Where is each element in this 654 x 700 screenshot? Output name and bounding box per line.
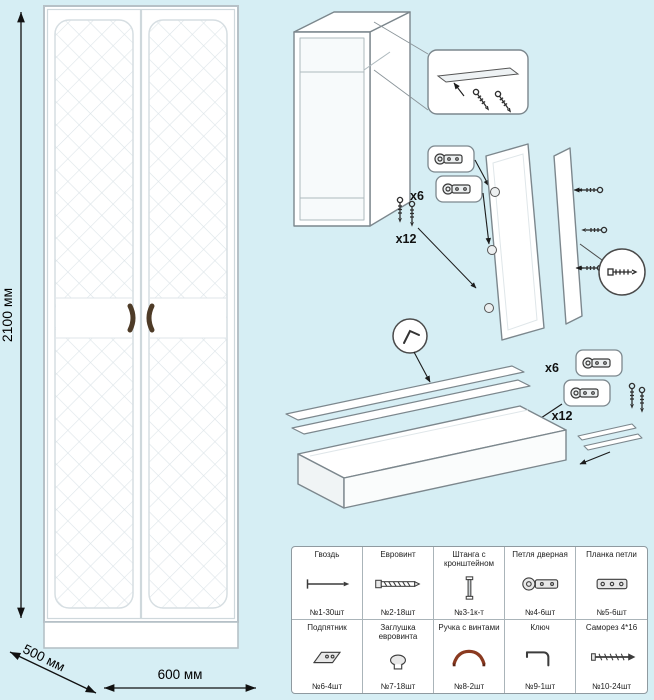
callout-screws-top-label: x12 [396,232,417,246]
euroscrew-icon [375,579,421,588]
door-hinge-icon [442,183,471,195]
screws-callout-top [396,196,477,289]
nail-icon [306,578,350,589]
part-name: Ручка с винтами [438,623,500,632]
door-hinge-icon [582,357,611,369]
parts-cell-cap: Заглушка евровинта №7-18шт [363,620,434,693]
parts-cell-selftapper: Саморез 4*16 №10-24шт [576,620,647,693]
key-icon [403,329,420,344]
part-name: Штанга с кронштейном [443,550,495,569]
part-name: Саморез 4*16 [585,623,638,632]
part-count: №4-6шт [524,608,556,617]
wardrobe-front-view: 2100 мм 500 мм 600 мм [0,5,256,694]
part-count: №8-2шт [453,682,485,691]
hinge-callout-top [427,145,492,245]
rail-callout [427,49,529,115]
part-count: №1-30шт [309,608,345,617]
part-name: Петля дверная [512,550,568,559]
screw-icon [638,386,646,412]
door-hinge-icon [434,153,463,165]
screw-icon [582,226,608,234]
callout-hinges-bottom-label: x6 [545,361,559,375]
parts-cell-euroscrew: Евровинт №2-18шт [363,547,434,620]
part-count: №3-1к-т [454,608,484,617]
self-tapping-screw-icon [590,653,635,661]
part-count: №7-18шт [380,682,416,691]
hinge-plate-icon [596,578,627,589]
part-count: №9-1шт [524,682,556,691]
hinge-callout-bottom [525,349,646,429]
callout-hinges-top-label: x6 [410,189,424,203]
screw-icon [408,200,416,226]
flat-panels [285,365,531,435]
parts-cell-hinge: Петля дверная №4-6шт [505,547,576,620]
screw-icon [628,382,636,408]
assembly-diagram: x6 x12 [285,11,646,509]
part-name: Подпятник [307,623,347,632]
door-handles [127,303,155,333]
wardrobe-plinth [43,621,239,649]
door-hinge-icon [522,577,559,591]
height-dimension-label: 2100 мм [0,288,15,342]
parts-cell-handle: Ручка с винтами №8-2шт [434,620,505,693]
part-name: Ключ [530,623,550,632]
thin-strips [577,423,643,465]
parts-cell-hinge-plate: Планка петли №5-6шт [576,547,647,620]
door-hinge-icon [570,387,599,399]
foot-pad-icon [312,651,342,664]
parts-cell-key: Ключ №9-1шт [505,620,576,693]
part-count: №5-6шт [596,608,627,617]
parts-table: Гвоздь №1-30шт Евровинт №2-18шт [291,546,648,694]
parts-cell-foot: Подпятник №6-4шт [292,620,363,693]
parts-cell-rod: Штанга с кронштейном №3-1к-т [434,547,505,620]
base-box [297,405,567,509]
screw-cap-icon [390,654,406,670]
key-icon [525,651,550,667]
dimension-lines [9,12,256,694]
door-panel-exploded [484,143,545,341]
width-dimension-label: 600 мм [158,667,203,682]
carcass-box [293,11,411,227]
part-name: Гвоздь [314,550,340,559]
euroscrew-callout [579,243,646,296]
screw-icon [578,186,604,194]
part-count: №2-18шт [380,608,416,617]
part-name: Планка петли [586,550,637,559]
part-count: №6-4шт [311,682,343,691]
rod-bracket-icon [465,576,474,600]
key-callout [392,318,431,383]
parts-cell-nail: Гвоздь №1-30шт [292,547,363,620]
side-panel-exploded [553,147,608,325]
part-name: Заглушка евровинта [378,623,418,642]
wardrobe-body [43,5,239,649]
handle-icon [452,649,486,667]
part-name: Евровинт [380,550,416,559]
callout-screws-bottom-label: x12 [552,409,573,423]
part-count: №10-24шт [591,682,632,691]
